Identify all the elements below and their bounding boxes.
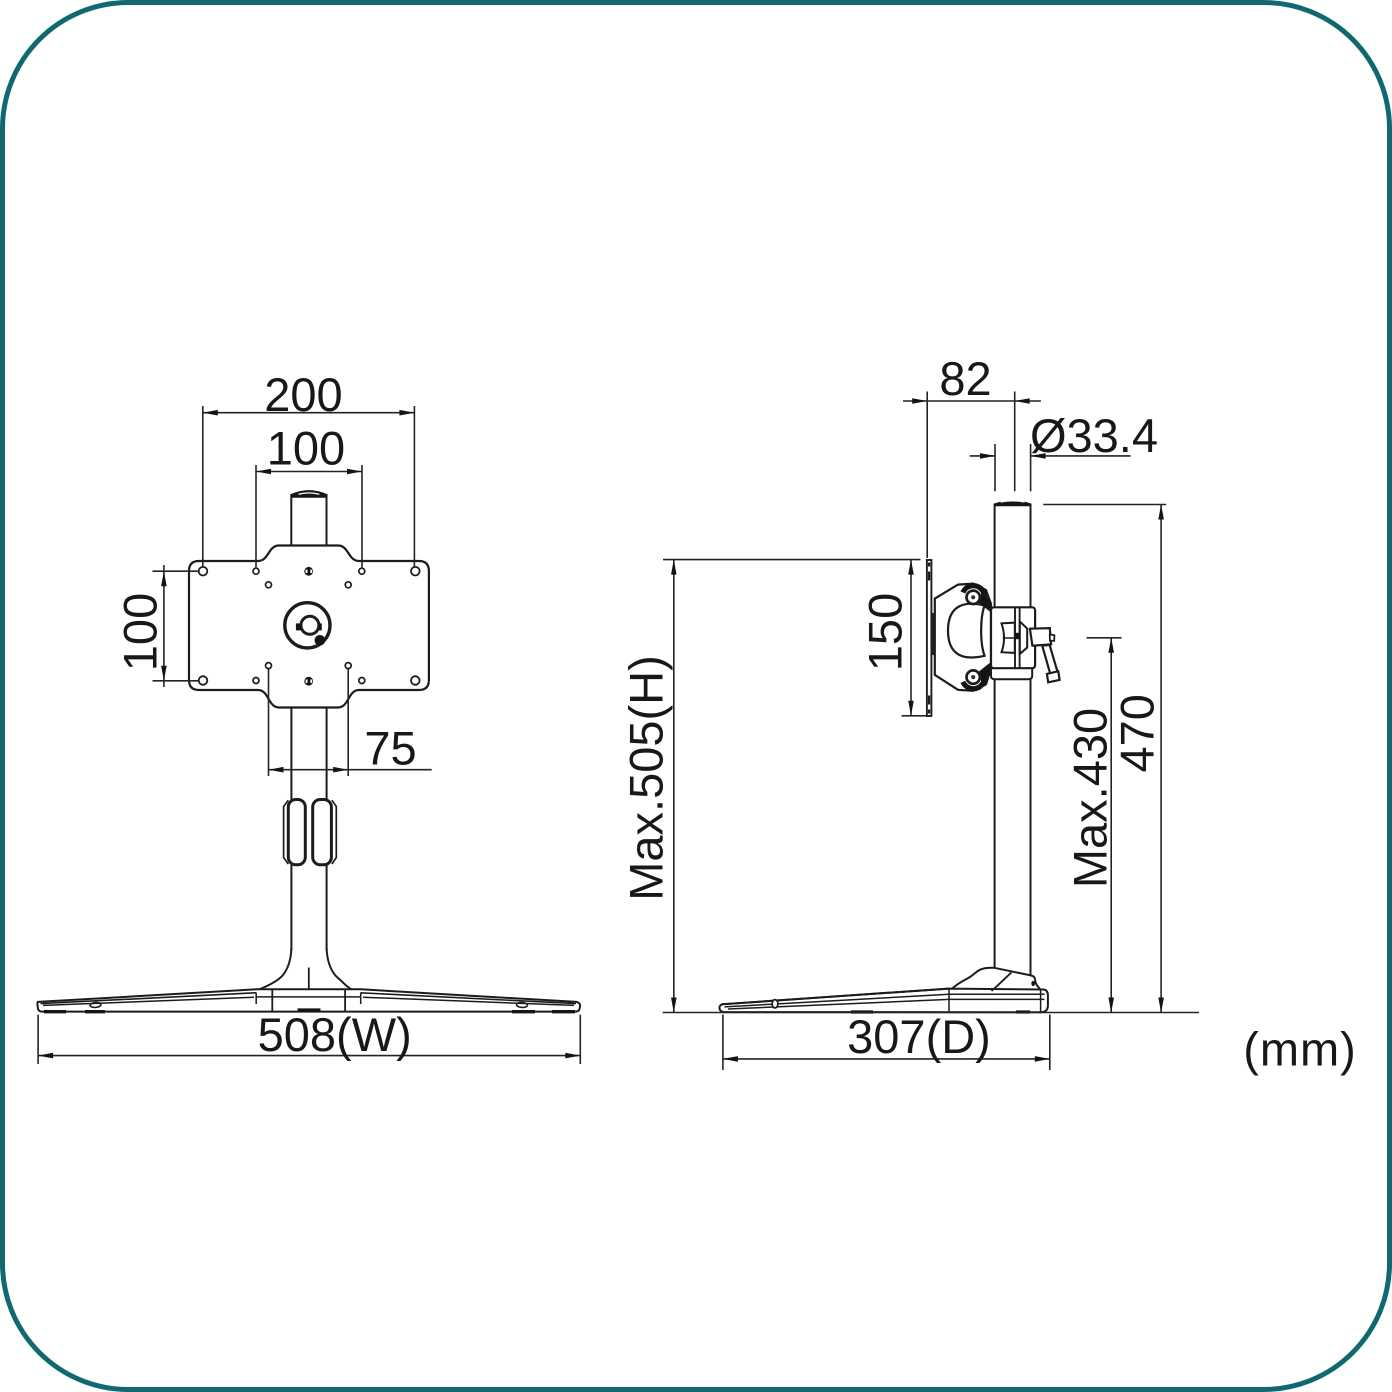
- svg-text:100: 100: [267, 422, 345, 475]
- svg-text:Ø33.4: Ø33.4: [1030, 409, 1158, 462]
- svg-text:307(D): 307(D): [847, 1010, 991, 1063]
- svg-text:75: 75: [364, 722, 416, 775]
- svg-text:470: 470: [1111, 694, 1164, 772]
- svg-text:82: 82: [939, 352, 991, 405]
- svg-text:100: 100: [114, 593, 167, 671]
- svg-text:200: 200: [264, 368, 342, 421]
- svg-text:Max.430: Max.430: [1064, 708, 1117, 888]
- svg-text:Max.505(H): Max.505(H): [620, 655, 673, 901]
- svg-text:150: 150: [859, 593, 912, 671]
- svg-text:508(W): 508(W): [258, 1008, 412, 1061]
- svg-text:(mm): (mm): [1243, 1023, 1357, 1076]
